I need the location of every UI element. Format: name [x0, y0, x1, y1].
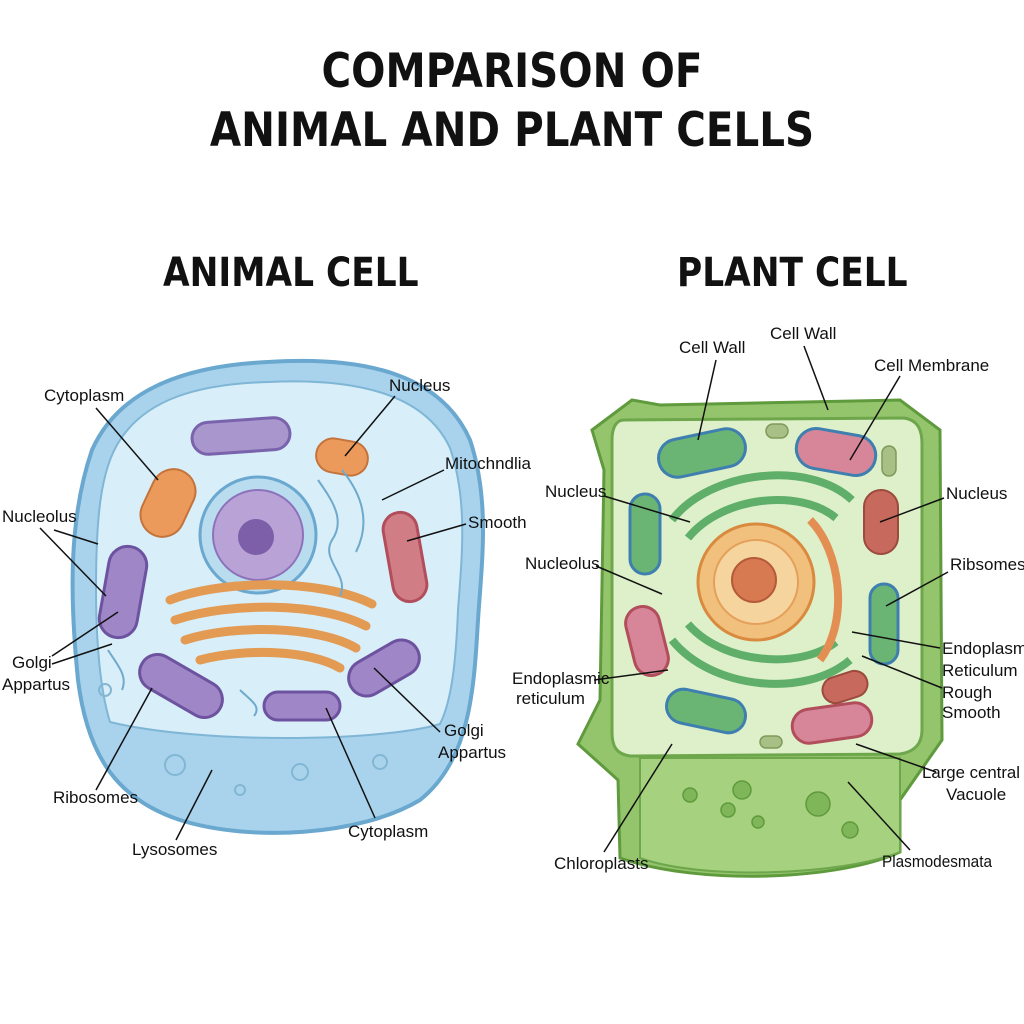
label-plant-plasmodesmata: Plasmodesmata — [882, 852, 992, 871]
plant-cell — [576, 398, 944, 878]
label-animal-golgi-left-1: Golgi — [12, 653, 52, 672]
animal-golgi — [165, 580, 377, 673]
label-animal-cytoplasm-bottom: Cytoplasm — [348, 822, 428, 841]
label-plant-chloroplasts: Chloroplasts — [554, 854, 649, 873]
label-plant-er-right-4: Smooth — [942, 703, 1001, 722]
title-line-2: ANIMAL AND PLANT CELLS — [209, 103, 815, 158]
label-plant-cell-membrane: Cell Membrane — [874, 356, 989, 375]
animal-leader-lines — [39, 395, 467, 841]
label-animal-nucleolus: Nucleolus — [2, 507, 77, 526]
label-plant-er-left-1: Endoplasmic — [512, 669, 610, 688]
plant-er — [668, 471, 855, 688]
plant-nucleolus — [731, 557, 777, 603]
label-animal-golgi-right-2: Appartus — [438, 743, 506, 762]
label-animal-ribosomes: Ribosomes — [53, 788, 138, 807]
label-animal-golgi-left-2: Appartus — [2, 675, 70, 694]
label-plant-nucleolus: Nucleolus — [525, 554, 600, 573]
label-plant-vacuole-1: Large central — [922, 763, 1020, 782]
animal-cell — [70, 358, 485, 835]
label-plant-nucleus-left: Nucleus — [545, 482, 606, 501]
animal-cell-heading: ANIMAL CELL — [163, 250, 419, 296]
label-plant-er-right-3: Rough — [942, 683, 992, 702]
plant-cell-heading: PLANT CELL — [677, 250, 908, 296]
label-animal-lysosomes: Lysosomes — [132, 840, 217, 859]
label-animal-mitochondria: Mitochndlia — [445, 454, 532, 473]
plant-central-vacuole — [639, 757, 901, 874]
label-plant-er-right-2: Reticulum — [942, 661, 1018, 680]
label-plant-ribsomes: Ribsomes — [950, 555, 1024, 574]
label-animal-cytoplasm-top: Cytoplasm — [44, 386, 124, 405]
label-plant-cell-wall-right: Cell Wall — [770, 324, 836, 343]
title-line-1: COMPARISON OF — [321, 44, 703, 99]
label-animal-nucleus: Nucleus — [389, 376, 450, 395]
animal-nucleolus — [238, 519, 274, 555]
animal-mitochondria — [97, 416, 429, 722]
label-plant-cell-wall-left: Cell Wall — [679, 338, 745, 357]
label-animal-golgi-right-1: Golgi — [444, 721, 484, 740]
plant-leader-lines — [593, 345, 949, 853]
label-plant-vacuole-2: Vacuole — [946, 785, 1006, 804]
plant-chloroplasts — [624, 423, 900, 749]
label-animal-smooth: Smooth — [468, 513, 527, 532]
label-plant-er-left-2: reticulum — [516, 689, 585, 708]
label-plant-nucleus-right: Nucleus — [946, 484, 1007, 503]
label-plant-er-right-1: Endoplasmic — [942, 639, 1024, 658]
